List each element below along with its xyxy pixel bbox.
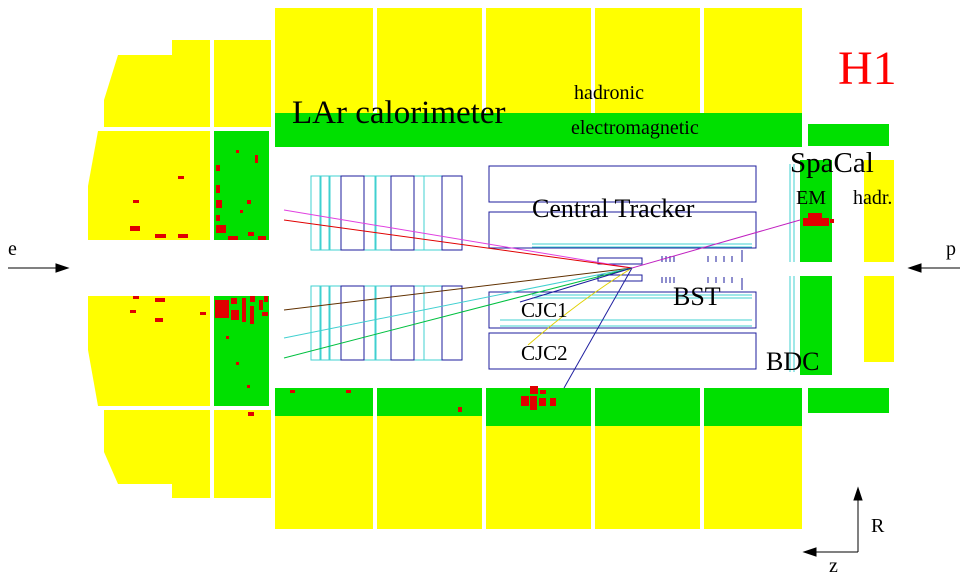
arrowhead-left-icon [907,263,922,273]
beam-arrows [8,263,960,273]
coordinate-axes [802,486,863,557]
label-spacal-em: EM [796,187,826,209]
particle-tracks [283,209,801,389]
lar-em-upper-band [275,113,802,147]
lar-forward-hadronic [88,40,271,498]
label-spacal-hadr: hadr. [853,187,892,209]
lar-hadronic-upper [275,8,802,113]
track-forward-brown [283,267,633,311]
label-cjc1: CJC1 [521,298,568,322]
arrowhead-left-icon [802,547,817,557]
lar-hadronic-lower [275,416,802,529]
label-bst: BST [673,282,721,311]
spacal-em [800,124,889,413]
label-lar-calorimeter: LAr calorimeter [292,95,505,131]
label-electromagnetic: electromagnetic [571,117,699,139]
track-short-blue [519,267,633,303]
label-central-tracker: Central Tracker [532,194,695,223]
track-forward-upper-red [283,219,633,269]
title-h1: H1 [838,42,897,95]
label-proton: p [946,238,956,260]
lar-forward-em [214,131,269,406]
spacal-hadronic [864,160,894,362]
track-forward-upper [283,209,633,269]
central-jet-chambers [488,165,757,370]
bst-planes [661,250,743,290]
arrowhead-up-icon [853,486,863,501]
track-scattered-electron [631,219,801,269]
label-axis-r: R [871,515,885,537]
forward-tracker [310,175,463,361]
label-spacal: SpaCal [790,147,874,179]
label-cjc2: CJC2 [521,341,568,365]
bdc-chamber [789,164,795,372]
track-central-blue [563,267,633,389]
track-forward-cyan [283,267,633,339]
label-electron: e [8,238,17,260]
label-hadronic: hadronic [574,82,644,104]
track-yellow [527,267,633,346]
arrowhead-right-icon [55,263,70,273]
energy-deposits [130,150,834,416]
track-forward-green [283,267,633,359]
label-bdc: BDC [766,347,819,376]
label-axis-z: z [829,555,838,576]
